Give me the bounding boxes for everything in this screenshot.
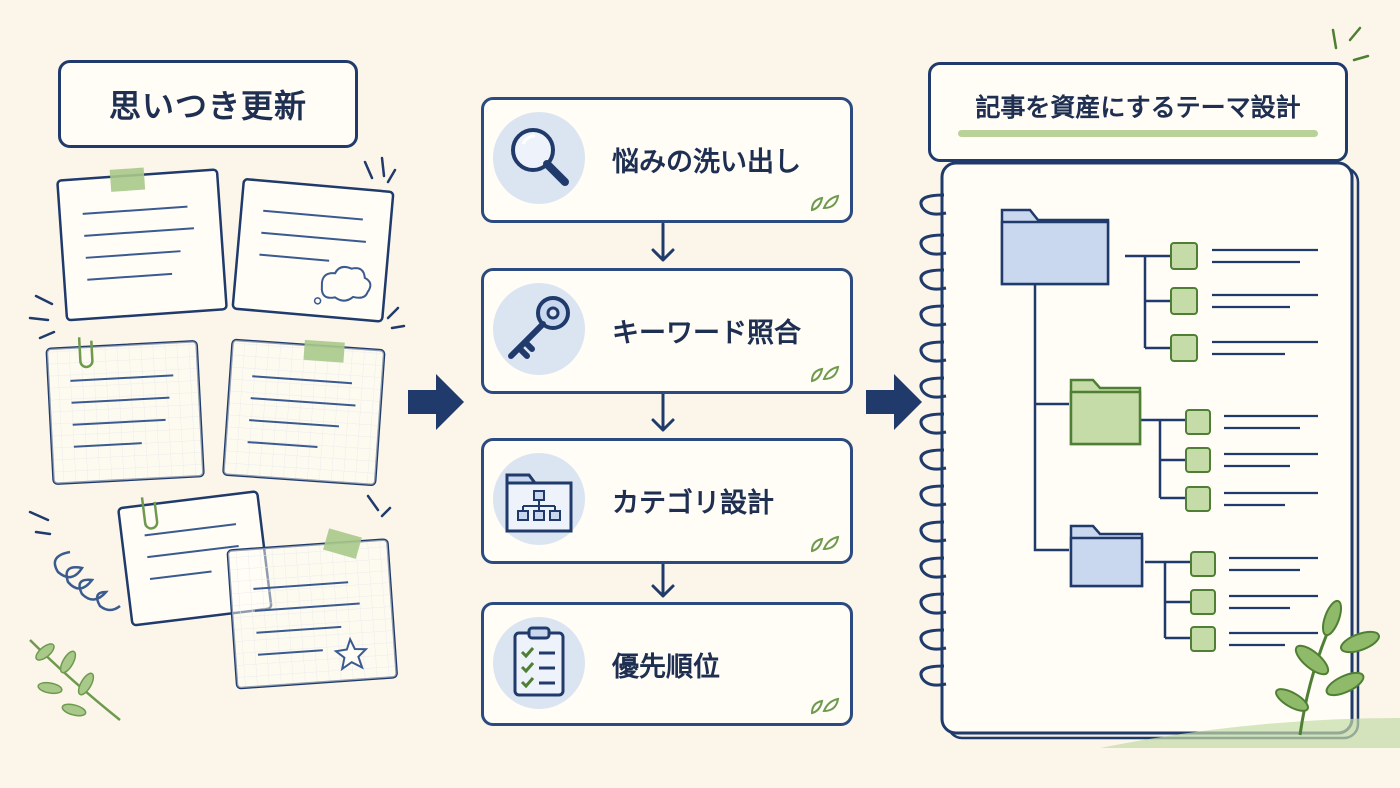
leaf-icon: [810, 697, 840, 715]
checkbox-list: [1170, 242, 1216, 652]
step-label: カテゴリ設計: [612, 488, 774, 519]
theme-design-title: 記事を資産にするテーマ設計: [928, 62, 1348, 162]
leaf-icon: [810, 365, 840, 383]
theme-design-title-text: 記事を資産にするテーマ設計: [975, 92, 1301, 122]
leaf-icon: [810, 194, 840, 212]
sprig-icon: [29, 639, 121, 721]
magnifier-icon: [511, 128, 569, 186]
step-icon-disc: [493, 112, 585, 204]
step-icon-disc: [493, 617, 585, 709]
key-icon: [508, 296, 570, 359]
step-card: 悩みの洗い出し: [481, 97, 853, 223]
step-card: カテゴリ設計: [481, 438, 853, 564]
memo-card: [222, 338, 386, 487]
folder-icon: [1069, 524, 1144, 588]
memo-card: [45, 337, 205, 485]
step-label: 悩みの洗い出し: [612, 147, 801, 178]
folder-icon: [1069, 378, 1142, 446]
plant-icon: [1100, 599, 1400, 748]
chaotic-updates-title: 思いつき更新: [58, 60, 358, 148]
step-card: 優先順位: [481, 602, 853, 726]
flow-arrow-icon: [866, 374, 922, 430]
flow-arrow-icon: [408, 374, 464, 430]
sparkle-marks: [28, 156, 406, 536]
checklist-icon: [513, 626, 565, 697]
memo-card: [231, 178, 395, 323]
checkbox-lines: [1212, 248, 1318, 647]
step-icon-disc: [493, 453, 585, 545]
step-card: キーワード照合: [481, 268, 853, 394]
folder-tree-icon: [505, 473, 573, 533]
sparkle-marks: [1331, 26, 1370, 62]
leaf-icon: [810, 535, 840, 553]
step-label: 優先順位: [612, 652, 720, 683]
title-underline: [958, 129, 1318, 137]
notebook-rings: [919, 193, 947, 687]
memo-card: [226, 528, 398, 690]
spiral-doodle: [53, 550, 121, 612]
star-icon: [333, 636, 369, 672]
tree-lines: [1033, 254, 1191, 640]
step-label: キーワード照合: [612, 318, 801, 349]
step-arrows: [651, 222, 675, 598]
folder-icon: [1000, 208, 1110, 286]
step-icon-disc: [493, 283, 585, 375]
memo-card: [56, 167, 228, 322]
